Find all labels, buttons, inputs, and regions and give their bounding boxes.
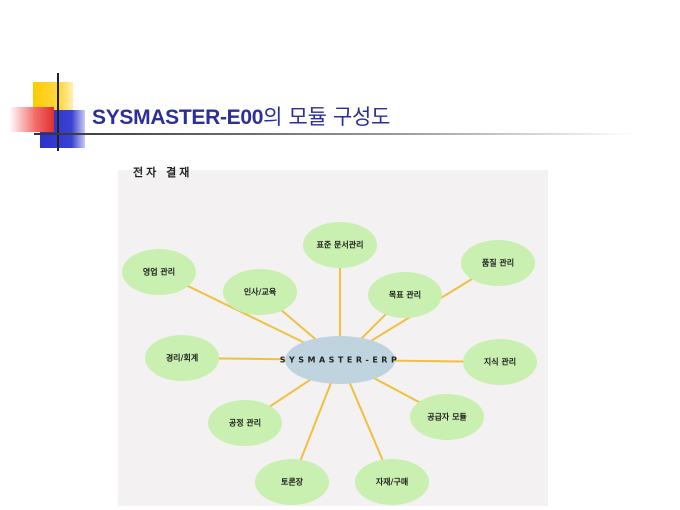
module-node xyxy=(223,269,297,315)
module-node xyxy=(410,394,484,440)
module-label: 인사/교육 xyxy=(244,287,277,297)
module-label: 공급자 모듈 xyxy=(427,412,467,422)
module-node xyxy=(355,459,429,505)
title-underline xyxy=(34,133,634,135)
module-label: 품질 관리 xyxy=(482,258,514,268)
module-node xyxy=(368,272,442,318)
module-label: 토론장 xyxy=(281,477,304,487)
module-label: 지식 관리 xyxy=(484,357,516,367)
diagram-subtitle: 전자 결재 xyxy=(133,166,193,179)
decor-vertical-line xyxy=(57,73,59,151)
module-label: 공정 관리 xyxy=(229,418,261,428)
module-node xyxy=(461,240,535,286)
slide-title: SYSMASTER-E00의 모듈 구성도 xyxy=(92,105,391,129)
center-label: SYSMASTER-ERP xyxy=(280,356,401,365)
decor-red-square xyxy=(9,107,54,132)
module-label: 영업 관리 xyxy=(143,267,175,277)
module-node xyxy=(122,249,196,295)
module-label: 목표 관리 xyxy=(389,290,421,300)
module-node xyxy=(255,459,329,505)
module-node xyxy=(303,222,377,268)
module-node xyxy=(145,335,219,381)
module-label: 자재/구매 xyxy=(376,477,408,487)
module-node xyxy=(463,339,537,385)
module-label: 경리/회계 xyxy=(166,353,198,363)
module-label: 표준 문서관리 xyxy=(317,240,364,250)
center-node xyxy=(285,336,395,384)
module-node xyxy=(208,400,282,446)
